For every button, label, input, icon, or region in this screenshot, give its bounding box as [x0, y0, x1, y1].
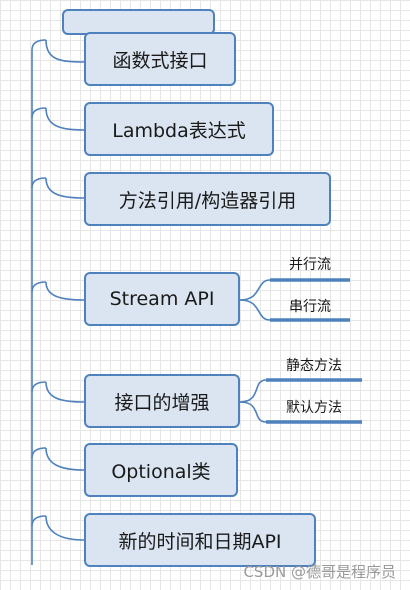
watermark: CSDN @德哥是程序员 — [243, 563, 396, 581]
node-interface-enhancement[interactable]: 接口的增强 — [84, 374, 240, 428]
node-datetime-api[interactable]: 新的时间和日期API — [84, 513, 316, 567]
node-functional-interface[interactable]: 函数式接口 — [84, 32, 236, 86]
node-lambda-expression[interactable]: Lambda表达式 — [84, 102, 274, 156]
leaf-default-method[interactable]: 默认方法 — [286, 400, 342, 416]
leaf-sequential-stream[interactable]: 串行流 — [289, 299, 331, 315]
root-node-partial — [62, 9, 215, 35]
node-optional-class[interactable]: Optional类 — [84, 443, 238, 497]
leaf-static-method[interactable]: 静态方法 — [286, 358, 342, 374]
node-stream-api[interactable]: Stream API — [84, 272, 240, 326]
node-method-reference[interactable]: 方法引用/构造器引用 — [84, 172, 331, 226]
leaf-parallel-stream[interactable]: 并行流 — [289, 257, 331, 273]
